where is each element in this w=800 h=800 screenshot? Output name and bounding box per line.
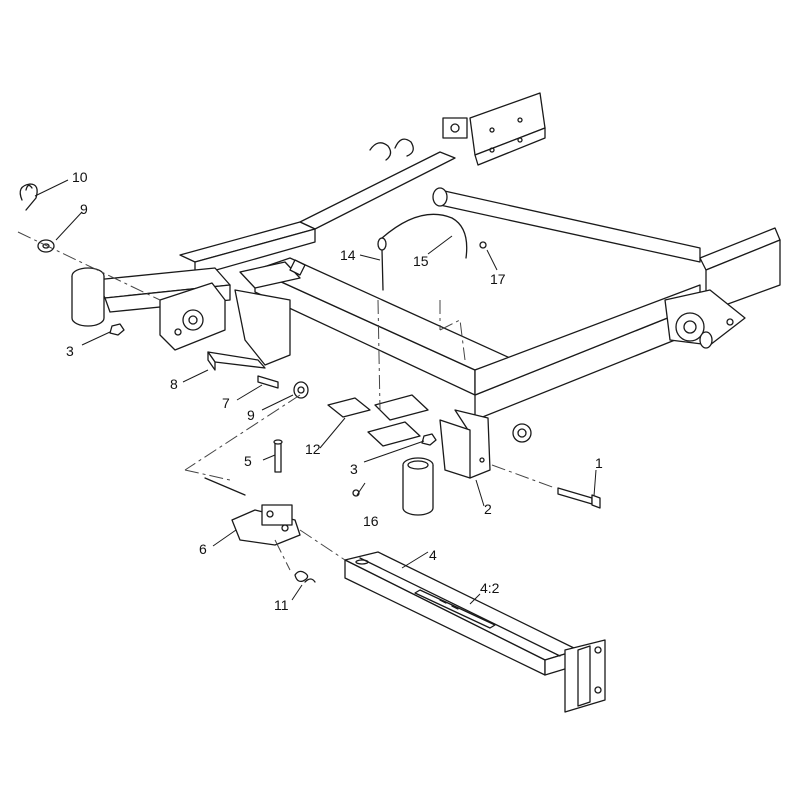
callout-labels: 10 9 3 8 7 9 5 6 11 12 3 16 2 1 4 4:2 14…: [66, 169, 603, 613]
callout-16: 16: [363, 513, 379, 529]
cable-15: [381, 213, 468, 259]
callout-11: 11: [274, 597, 289, 613]
spring-clip-11: [294, 570, 316, 583]
main-frame: [71, 92, 781, 516]
callout-4: 4: [429, 547, 437, 563]
pin-14: [381, 249, 384, 291]
callout-leaders: [34, 179, 597, 605]
bolt-7: [257, 375, 279, 389]
pin-5: [274, 441, 282, 473]
callout-7: 7: [222, 395, 230, 411]
callout-9b: 9: [247, 407, 255, 423]
plate-12b: [374, 394, 429, 421]
alignment-lines: [17, 231, 556, 571]
nut-3a: [109, 323, 125, 336]
bolt-1: [557, 487, 593, 505]
callout-5: 5: [244, 453, 252, 469]
callout-3b: 3: [350, 461, 358, 477]
callout-8: 8: [170, 376, 178, 392]
callout-9a: 9: [80, 201, 88, 217]
plate-12a: [327, 397, 371, 418]
callout-3a: 3: [66, 343, 74, 359]
nut-3b: [421, 433, 437, 446]
callout-2: 2: [484, 501, 492, 517]
callout-1: 1: [595, 455, 603, 471]
callout-17: 17: [490, 271, 506, 287]
callout-12: 12: [305, 441, 321, 457]
callout-4-2: 4:2: [480, 580, 500, 596]
callout-14: 14: [340, 247, 356, 263]
callout-6: 6: [199, 541, 207, 557]
washer-9a: [37, 239, 55, 253]
nut-17: [479, 241, 487, 249]
loose-parts: [19, 183, 606, 713]
callout-10: 10: [72, 169, 88, 185]
callout-15: 15: [413, 253, 429, 269]
hairpin-clip-10: [19, 183, 38, 211]
washer-9b: [293, 381, 309, 399]
